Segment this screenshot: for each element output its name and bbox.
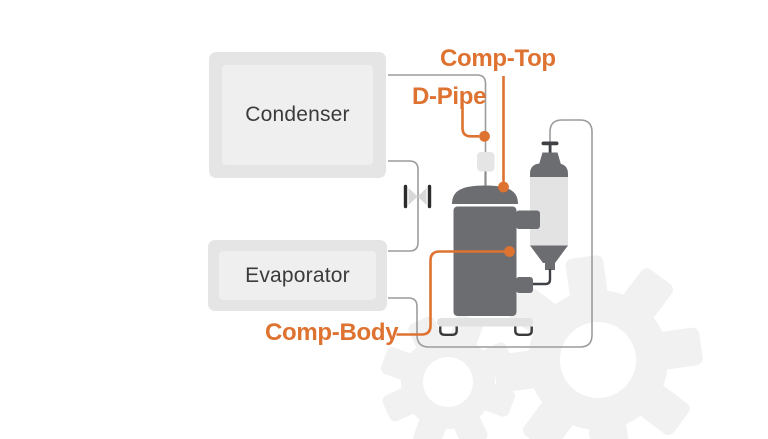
gear-watermark-icon-large <box>493 255 703 439</box>
evaporator-label: Evaporator <box>245 263 350 287</box>
compressor-foot-right <box>514 326 533 336</box>
callout-line-d-pipe <box>461 108 479 138</box>
expansion-valve-icon <box>403 184 432 209</box>
compressor-base <box>437 318 533 327</box>
d-pipe-label: D-Pipe <box>412 83 487 110</box>
compressor-lower-port <box>516 277 533 293</box>
compressor-upper-port <box>516 210 540 229</box>
callout-line-comp-body <box>396 250 505 336</box>
condenser-label: Condenser <box>245 103 350 126</box>
callout-dot-comp-body <box>504 246 515 257</box>
compressor-body-shape <box>453 206 517 316</box>
compressor-icon <box>437 185 540 336</box>
comp-top-label: Comp-Top <box>440 45 556 72</box>
compressor-foot-left <box>439 326 458 336</box>
callout-dot-d-pipe <box>479 130 490 142</box>
callout-dot-comp-top <box>498 181 509 193</box>
evaporator-inner-panel <box>219 251 376 300</box>
d-pipe-fitting-icon <box>477 152 495 172</box>
comp-body-label: Comp-Body <box>265 319 399 346</box>
condenser-box: Condenser <box>209 52 386 178</box>
discharge-pipe-line <box>388 74 487 156</box>
condenser-inner-panel <box>222 65 373 165</box>
suction-pipe-line <box>388 119 593 348</box>
liquid-pipe-line <box>388 160 419 252</box>
evaporator-box: Evaporator <box>208 240 387 311</box>
